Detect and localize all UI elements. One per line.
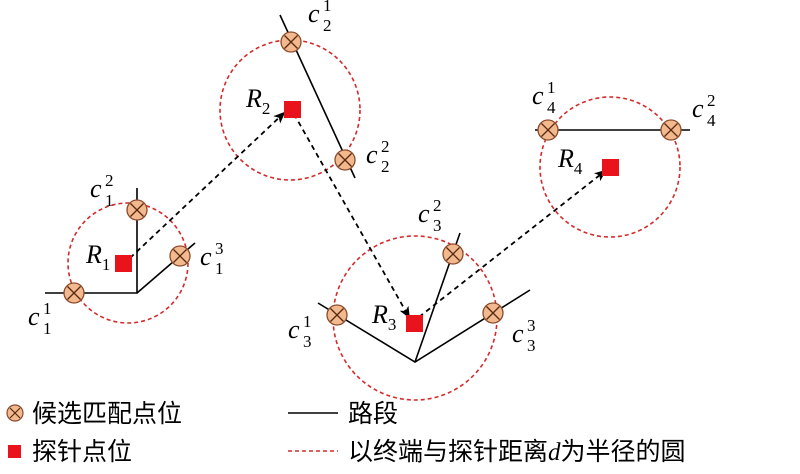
probe-point-r3 [406, 315, 423, 332]
svg-text:3: 3 [433, 216, 442, 235]
probe-label-r4: R4 [557, 144, 583, 178]
svg-text:2: 2 [323, 16, 332, 35]
svg-text:1: 1 [215, 259, 224, 278]
road-3 [317, 289, 531, 363]
svg-text:2: 2 [707, 91, 716, 110]
svg-text:2: 2 [105, 171, 114, 190]
legend-probe-label: 探针点位 [32, 437, 132, 466]
svg-text:4: 4 [707, 111, 716, 130]
legend-circle-label: 以终端与探针距离d为半径的圆 [348, 437, 686, 466]
svg-text:c: c [532, 81, 544, 110]
candidate-point-c4-1 [537, 119, 559, 141]
svg-text:3: 3 [527, 316, 536, 335]
legend: 候选匹配点位 路段 探针点位 以终端与探针距离d为半径的圆 [6, 399, 686, 466]
svg-text:c: c [366, 140, 378, 169]
svg-text:c: c [90, 174, 102, 203]
svg-text:1: 1 [323, 0, 332, 15]
search-circle-r4 [539, 96, 681, 238]
svg-text:c: c [288, 315, 300, 344]
candidate-points [63, 31, 682, 326]
svg-text:2: 2 [381, 157, 390, 176]
arrow-r2-r3 [293, 113, 410, 319]
probe-point-r4 [602, 159, 619, 176]
probe-label-r2: R2 [245, 84, 270, 118]
arrow-r3-r4 [418, 169, 607, 318]
svg-text:1: 1 [43, 319, 52, 338]
svg-text:3: 3 [527, 336, 536, 355]
svg-text:3: 3 [303, 332, 312, 351]
probe-labels: R1 R2 R3 R4 [85, 84, 583, 334]
probe-point-r2 [284, 101, 301, 118]
svg-text:4: 4 [547, 98, 556, 117]
legend-probe-icon [8, 445, 21, 458]
svg-text:c: c [200, 242, 212, 271]
candidate-point-c3-2 [442, 243, 464, 265]
legend-candidate-label: 候选匹配点位 [32, 399, 182, 428]
candidate-point-c4-2 [660, 119, 682, 141]
svg-text:c: c [512, 319, 524, 348]
legend-road-label: 路段 [348, 399, 398, 428]
candidate-point-c2-1 [280, 31, 302, 53]
probe-label-r1: R1 [85, 240, 110, 274]
svg-text:2: 2 [433, 196, 442, 215]
candidate-point-c3-3 [482, 302, 504, 324]
svg-text:c: c [418, 199, 430, 228]
svg-text:c: c [692, 94, 704, 123]
svg-text:1: 1 [43, 299, 52, 318]
legend-candidate-icon [6, 404, 24, 422]
probe-point-r1 [115, 255, 132, 272]
road-segments [45, 14, 690, 363]
candidate-point-c2-2 [334, 149, 356, 171]
candidate-point-c1-1 [63, 282, 85, 304]
trajectory-arrows [129, 111, 607, 319]
candidate-point-c1-2 [126, 199, 148, 221]
arrow-r1-r2 [129, 111, 286, 259]
svg-text:1: 1 [105, 191, 114, 210]
search-circles [67, 39, 681, 401]
svg-text:3: 3 [215, 239, 224, 258]
probe-label-r3: R3 [371, 300, 396, 334]
svg-text:1: 1 [303, 312, 312, 331]
svg-text:c: c [308, 0, 320, 28]
svg-text:c: c [28, 302, 40, 331]
probe-points [115, 101, 619, 332]
svg-text:1: 1 [547, 78, 556, 97]
candidate-point-c3-1 [326, 304, 348, 326]
candidate-point-c1-3 [169, 245, 191, 267]
svg-text:2: 2 [381, 137, 390, 156]
